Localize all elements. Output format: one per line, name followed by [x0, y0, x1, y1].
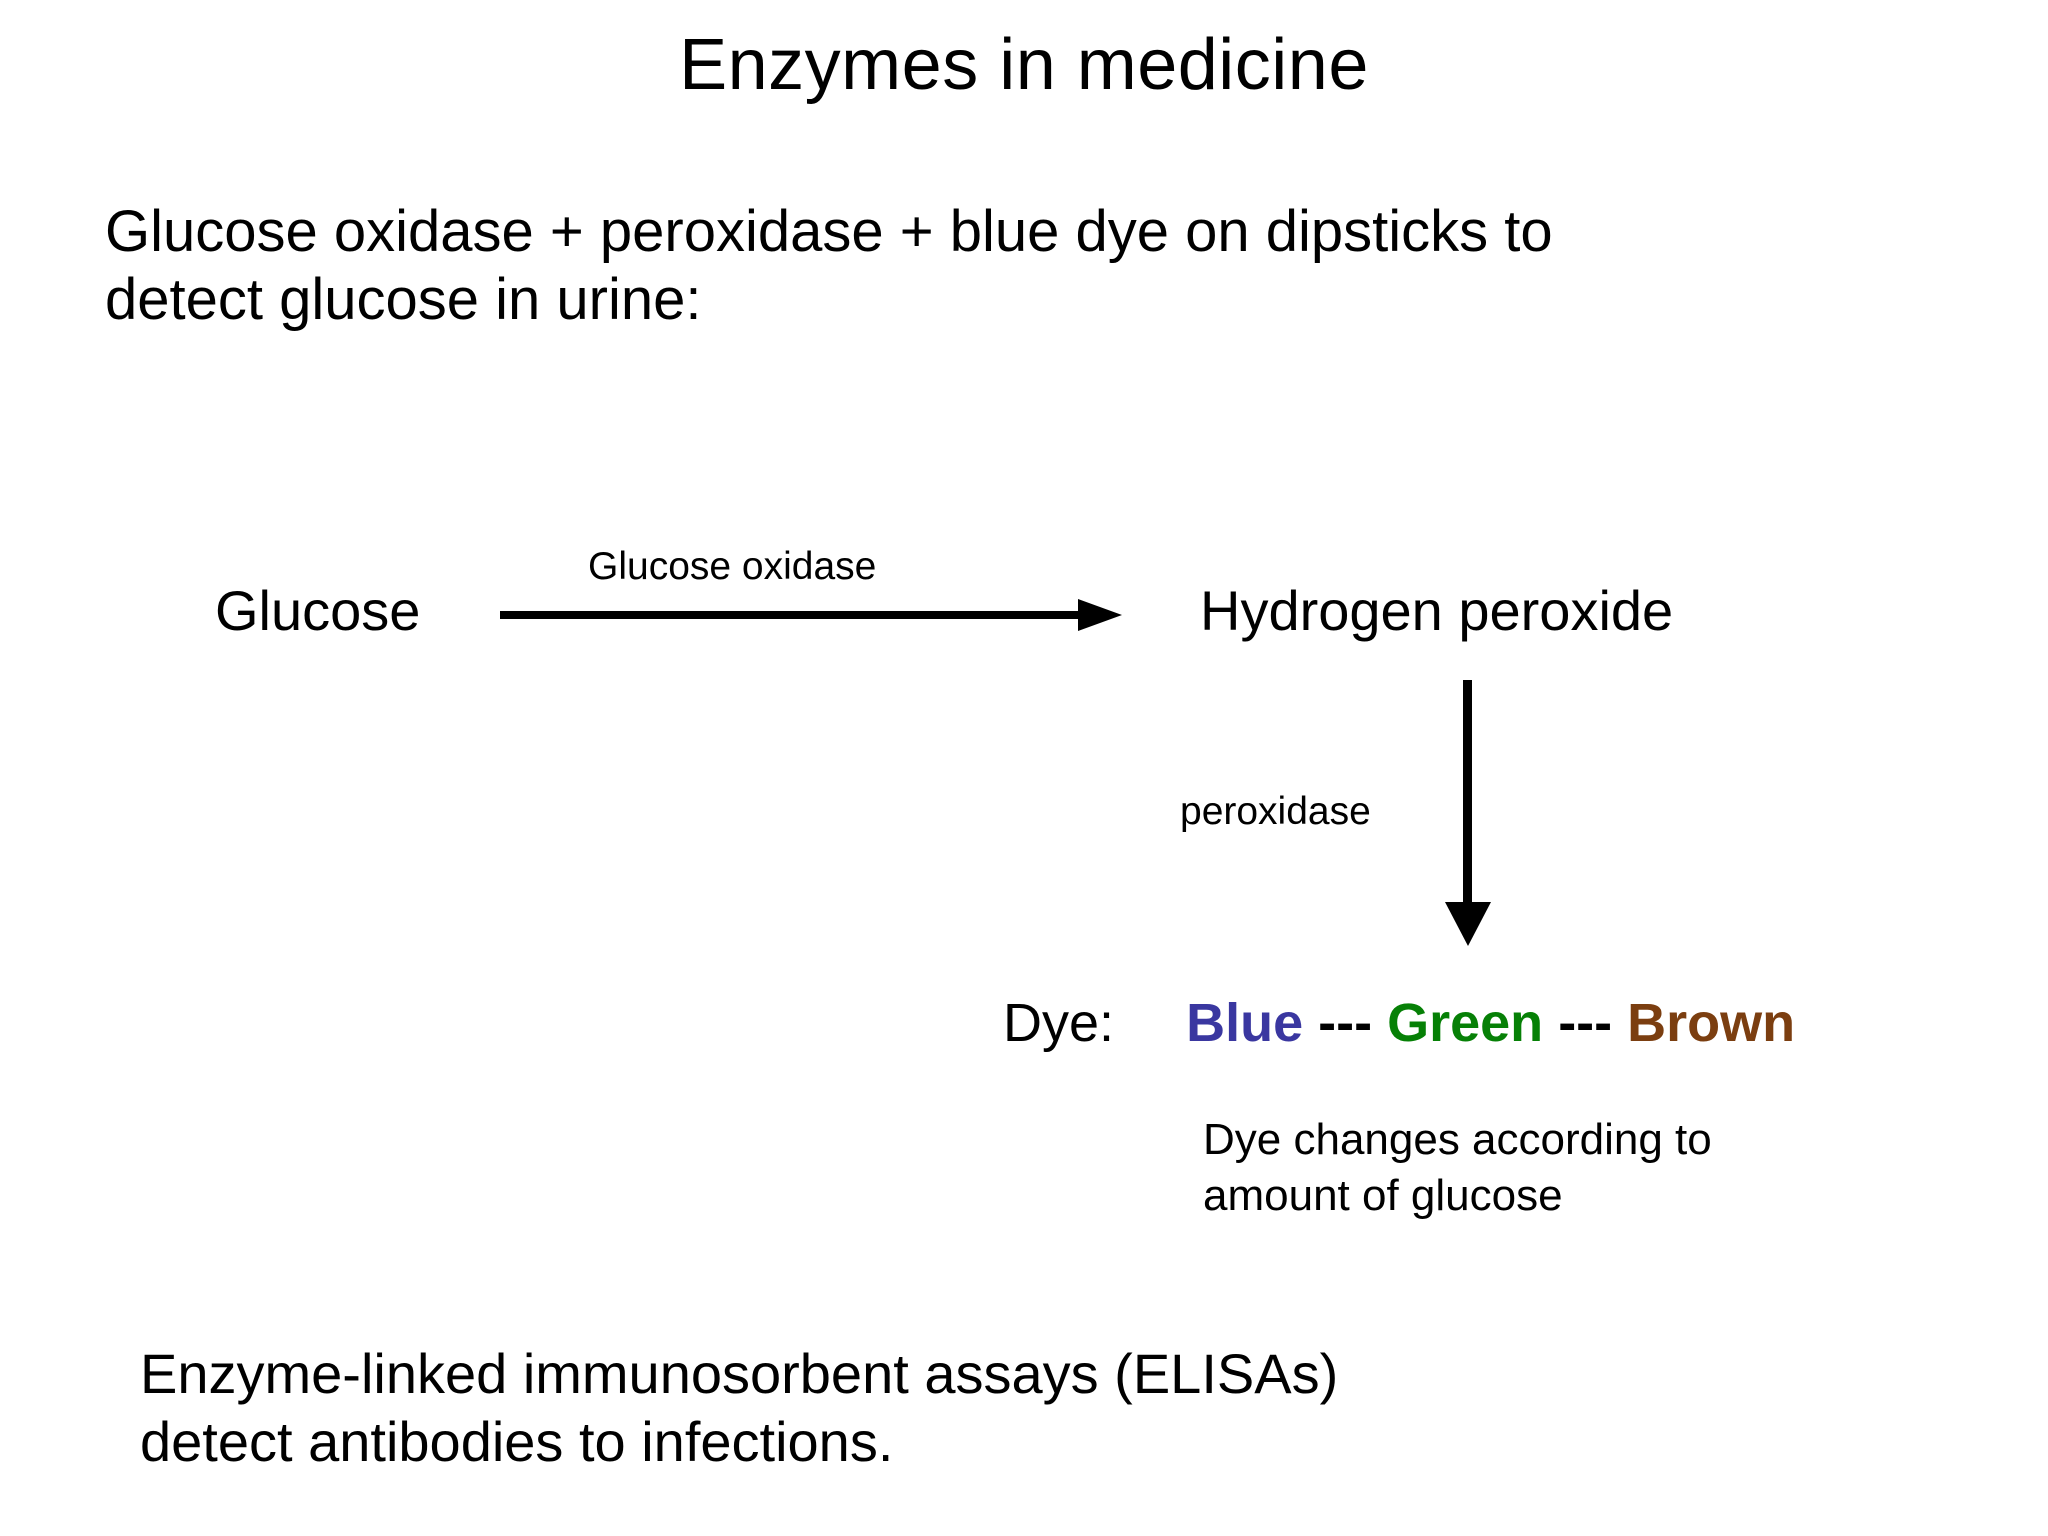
- page-title: Enzymes in medicine: [679, 25, 1369, 105]
- dye-caption: Dye changes according to amount of gluco…: [1203, 1112, 1712, 1225]
- closing-line-2: detect antibodies to infections.: [140, 1410, 894, 1474]
- diagram-node-hydrogen-peroxide: Hydrogen peroxide: [1200, 579, 1674, 642]
- dye-separator-2: ---: [1558, 993, 1613, 1053]
- dye-progression-row: Dye: Blue --- Green --- Brown: [1003, 996, 1795, 1050]
- diagram-node-glucose: Glucose: [215, 579, 421, 642]
- dye-state-green: Green: [1387, 993, 1544, 1053]
- arrow-head: [1078, 599, 1122, 631]
- right-arrow-icon: [500, 595, 1122, 635]
- dye-separator-1: ---: [1318, 993, 1373, 1053]
- closing-paragraph: Enzyme-linked immunosorbent assays (ELIS…: [140, 1340, 1338, 1477]
- arrow-shaft: [500, 611, 1085, 619]
- dye-caption-line-1: Dye changes according to: [1203, 1115, 1712, 1164]
- arrow-shaft: [1463, 680, 1472, 908]
- dye-caption-line-2: amount of glucose: [1203, 1171, 1563, 1221]
- intro-paragraph: Glucose oxidase + peroxidase + blue dye …: [105, 198, 1895, 334]
- diagram-enzyme-label-peroxidase: peroxidase: [1180, 790, 1371, 833]
- dye-state-blue: Blue: [1186, 993, 1304, 1053]
- down-arrow-icon: [1445, 680, 1492, 946]
- dye-label: Dye:: [1003, 993, 1115, 1053]
- dye-state-brown: Brown: [1627, 993, 1796, 1053]
- intro-line-2: detect glucose in urine:: [105, 266, 702, 332]
- diagram-enzyme-label-glucose-oxidase: Glucose oxidase: [588, 545, 877, 588]
- arrow-head: [1445, 902, 1491, 946]
- closing-line-1: Enzyme-linked immunosorbent assays (ELIS…: [140, 1342, 1339, 1405]
- intro-line-1: Glucose oxidase + peroxidase + blue dye …: [105, 199, 1553, 264]
